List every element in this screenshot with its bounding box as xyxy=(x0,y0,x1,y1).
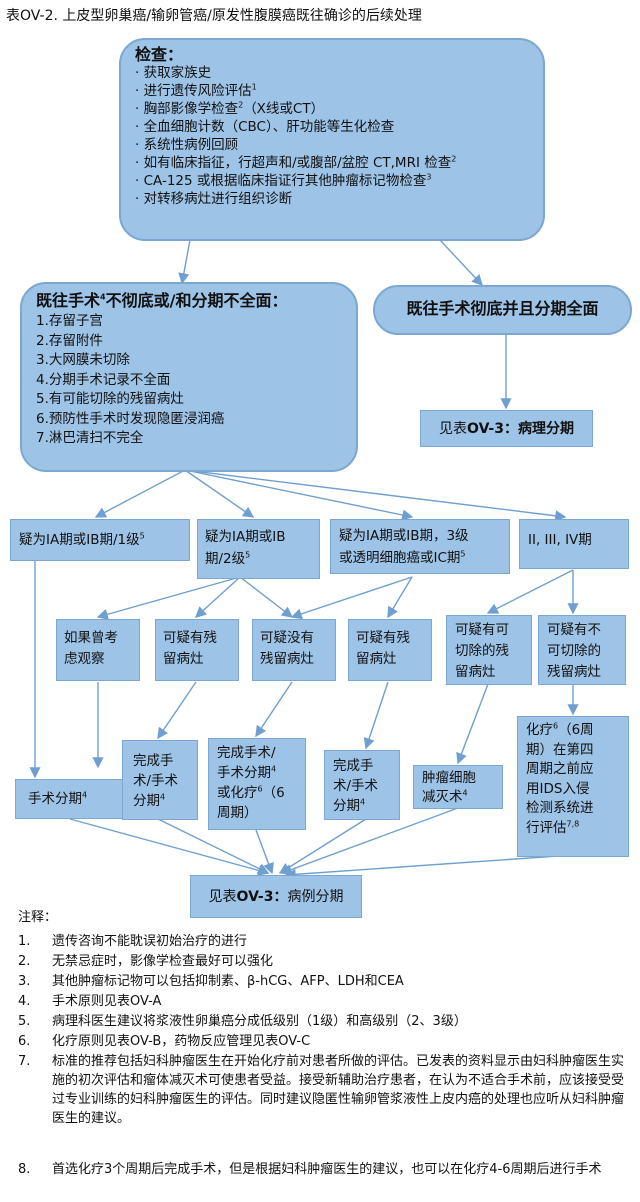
mid-label: 切除的残 xyxy=(455,643,509,659)
action-label: 完成手 xyxy=(133,753,174,769)
action-staging-box: 手术分期4 xyxy=(15,779,125,819)
exam-item: · 系统性病例回顾 xyxy=(135,137,239,153)
see-pathology-a: 见表 xyxy=(439,421,468,437)
incomplete-item: 6.预防性手术时发现隐匿浸润癌 xyxy=(36,410,225,427)
action-chemo-box: 化疗6（6周 期）在第四 周期之前应 用IDS入侵 检测系统进 行评估7,8 xyxy=(517,716,629,857)
incomplete-item: 1.存留子宫 xyxy=(36,313,103,329)
incomplete-item: 4.分期手术记录不全面 xyxy=(36,371,171,388)
complete-surgery-box: 既往手术彻底并且分期全面 xyxy=(373,285,632,335)
stage-label: 疑为IA期或IB期/1级 xyxy=(19,532,140,548)
action-label: 手术分期4 xyxy=(217,764,277,781)
stage-label: 或透明细胞癌或IC期5 xyxy=(339,549,466,566)
action-label: 分期4 xyxy=(333,797,366,814)
exam-heading: 检查： xyxy=(135,45,184,64)
action-label: 减灭术4 xyxy=(422,788,468,805)
mid-label: 留病灶 xyxy=(356,651,397,667)
mid-box-residual-2: 可疑有残 留病灶 xyxy=(348,619,432,681)
action-label: 完成手术/ xyxy=(217,745,276,761)
final-label: 见表 xyxy=(208,889,237,905)
complete-surgery-label: 既往手术彻底并且分期全面 xyxy=(406,299,599,318)
incomplete-item: 3.大网膜未切除 xyxy=(36,352,130,368)
mid-label: 可疑有残 xyxy=(356,630,410,646)
stage-label: 期/2级5 xyxy=(205,550,251,567)
incomplete-surgery-box: 既往手术4不彻底或/和分期不全面： 1.存留子宫 2.存留附件 3.大网膜未切除… xyxy=(20,282,358,472)
exam-item: · 对转移病灶进行组织诊断 xyxy=(135,191,293,207)
incomplete-item: 7.淋巴清扫不完全 xyxy=(36,430,144,446)
action-label: 期）在第四 xyxy=(526,741,594,758)
mid-label: 留病灶 xyxy=(163,651,204,667)
incomplete-item: 5.有可能切除的残留病灶 xyxy=(36,391,184,407)
action-complete-box-1: 完成手 术/手术 分期4 xyxy=(122,740,198,820)
mid-label: 残留病灶 xyxy=(260,651,314,667)
mid-label: 可疑有残 xyxy=(163,630,217,646)
mid-label: 如果曾考 xyxy=(64,630,118,646)
action-label: 手术分期 xyxy=(28,791,82,807)
action-label: 检测系统进 xyxy=(526,800,594,816)
action-label: 周期之前应 xyxy=(526,761,594,777)
action-label: 肿瘤细胞 xyxy=(422,770,476,786)
mid-box-no-residual: 可疑没有 残留病灶 xyxy=(252,619,336,681)
action-label: 分期4 xyxy=(133,792,166,809)
incomplete-item: 2.存留附件 xyxy=(36,332,103,349)
exam-item: · 如有临床指征，行超声和/或腹部/盆腔 CT,MRI 检查2 xyxy=(135,154,457,171)
action-debulking-box: 肿瘤细胞 减灭术4 xyxy=(413,765,503,809)
mid-box-residual: 可疑有残 留病灶 xyxy=(155,619,239,681)
action-label: 完成手 xyxy=(333,758,374,774)
stage-box-4: II, III, IV期 xyxy=(519,519,629,569)
see-pathology-b: OV-3：病理分期 xyxy=(467,421,574,437)
action-label: 用IDS入侵 xyxy=(526,780,590,797)
final-label: OV-3： xyxy=(236,889,288,905)
action-label: 行评估7,8 xyxy=(526,819,580,836)
stage-box-3: 疑为IA期或IB期，3级 或透明细胞癌或IC期5 xyxy=(330,519,510,574)
exam-box: 检查： · 获取家族史 · 进行遗传风险评估1 · 胸部影像学检查2（X线或CT… xyxy=(119,38,545,241)
action-label: 周期） xyxy=(217,805,258,821)
stage-label: 疑为IA期或IB期，3级 xyxy=(339,528,469,544)
mid-label: 虑观察 xyxy=(64,651,105,667)
final-label: 病例分期 xyxy=(287,889,344,905)
action-complete-box-2: 完成手 术/手术 分期4 xyxy=(324,750,400,820)
stage-box-2: 疑为IA期或IB 期/2级5 xyxy=(197,519,320,579)
mid-box-resectable: 可疑有可 切除的残 留病灶 xyxy=(446,615,532,685)
mid-label: 可切除的 xyxy=(547,643,601,659)
incomplete-heading: 既往手术4不彻底或/和分期不全面： xyxy=(36,291,288,310)
exam-item: · CA-125 或根据临床指证行其他肿瘤标记物检查3 xyxy=(135,172,432,189)
notes-heading: 注释： xyxy=(18,910,58,925)
exam-item: · 胸部影像学检查2（X线或CT） xyxy=(135,100,325,117)
action-complete-chemo-box: 完成手术/ 手术分期4 或化疗6（6 周期） xyxy=(208,738,306,830)
stage-label: II, III, IV期 xyxy=(528,532,592,548)
action-label: 或化疗6（6 xyxy=(217,784,285,801)
exam-item: · 获取家族史 xyxy=(135,65,212,81)
exam-item: · 进行遗传风险评估1 xyxy=(135,82,257,99)
mid-label: 可疑有不 xyxy=(547,622,601,638)
exam-item: · 全血细胞计数（CBC）、肝功能等生化检查 xyxy=(135,119,395,135)
action-label: 化疗6（6周 xyxy=(526,721,594,738)
mid-box-observation: 如果曾考 虑观察 xyxy=(56,619,140,681)
mid-label: 留病灶 xyxy=(455,664,496,680)
action-label: 术/手术 xyxy=(333,778,379,794)
page-title: 表OV-2. 上皮型卵巢癌/输卵管癌/原发性腹膜癌既往确诊的后续处理 xyxy=(6,8,422,24)
mid-label: 可疑没有 xyxy=(260,630,314,646)
final-box: 见表OV-3：病例分期 xyxy=(190,875,362,918)
stage-label: 疑为IA期或IB xyxy=(205,529,286,545)
mid-box-unresectable: 可疑有不 可切除的 残留病灶 xyxy=(538,615,626,685)
mid-label: 可疑有可 xyxy=(455,622,509,638)
action-label: 术/手术 xyxy=(133,773,179,789)
mid-label: 残留病灶 xyxy=(547,664,601,680)
see-pathology-box: 见表OV-3：病理分期 xyxy=(420,410,593,447)
stage-box-1: 疑为IA期或IB期/1级5 xyxy=(10,519,190,561)
